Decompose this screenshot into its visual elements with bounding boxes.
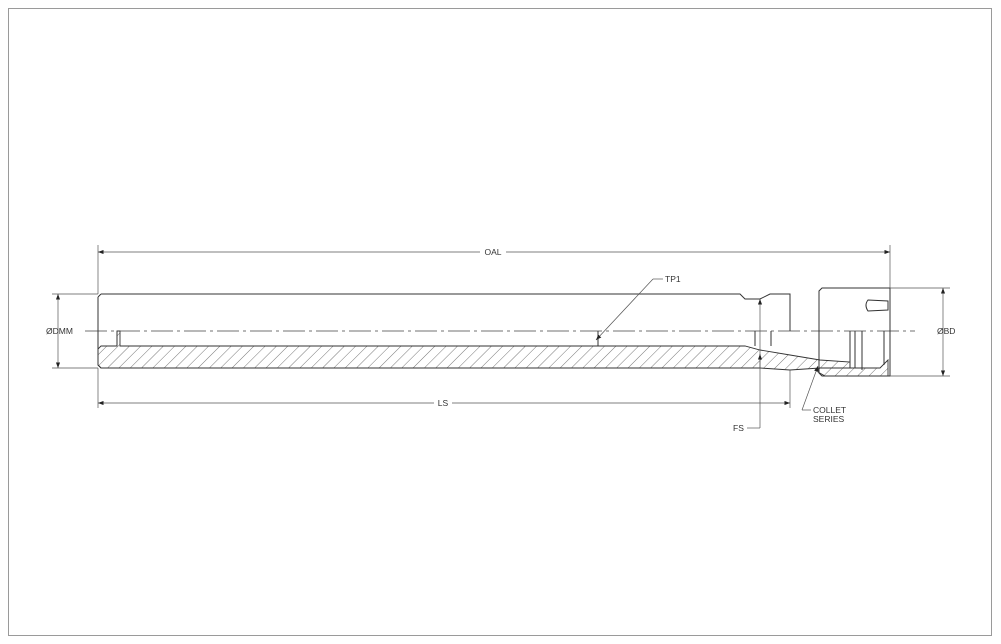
ls-label: LS bbox=[438, 398, 449, 408]
bd-label: ØBD bbox=[937, 326, 955, 336]
collet-label-1: COLLET bbox=[813, 405, 846, 415]
section-hatch bbox=[97, 330, 851, 371]
nut-slot bbox=[865, 299, 889, 312]
oal-label: OAL bbox=[484, 247, 501, 257]
tp1-label: TP1 bbox=[665, 274, 681, 284]
fs-label: FS bbox=[733, 423, 744, 433]
drawing-frame bbox=[8, 8, 992, 636]
collet-label-2: SERIES bbox=[813, 414, 845, 424]
dmm-label: ØDMM bbox=[46, 326, 73, 336]
